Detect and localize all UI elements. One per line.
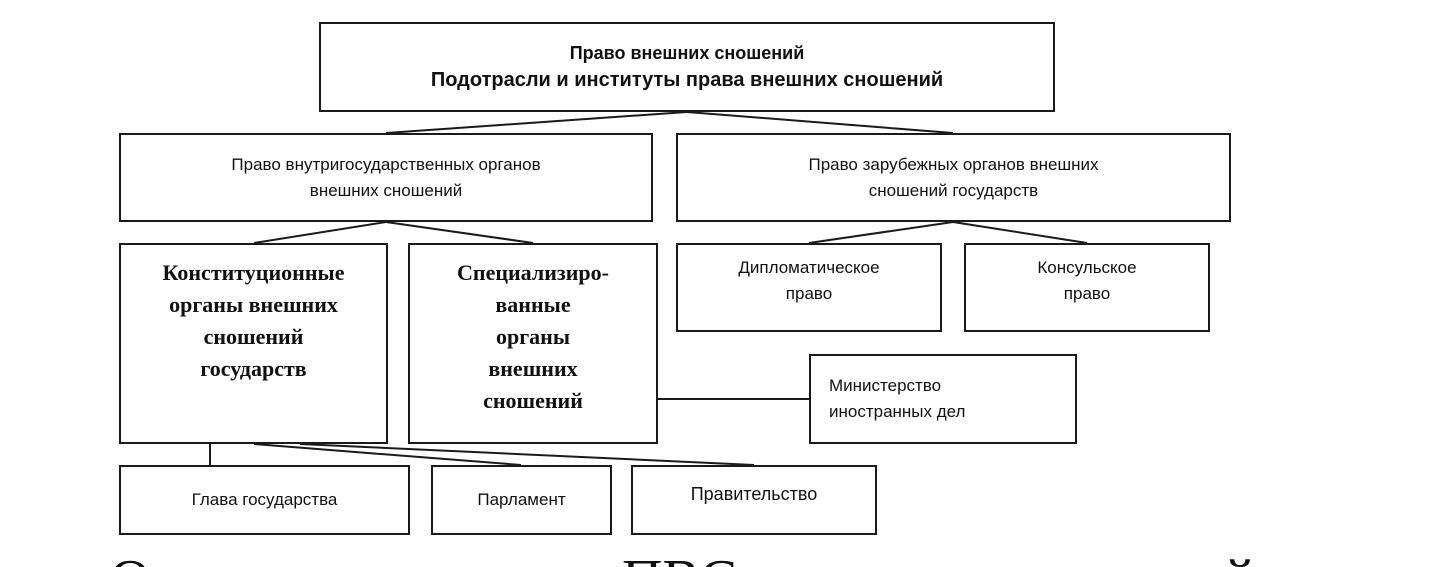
specialized-organs-line: внешних: [488, 356, 578, 381]
root-subtitle: Подотрасли и институты права внешних сно…: [430, 69, 944, 91]
footer-fragment: О: [110, 550, 150, 567]
constitutional-organs-line: Конституционные: [162, 260, 345, 285]
specialized-organs-line: ванные: [495, 292, 571, 317]
consular-law-line: право: [1063, 284, 1111, 303]
head-of-state-label: Глава государства: [191, 490, 338, 509]
constitutional-organs-line: органы внешних: [169, 292, 338, 317]
footer-fragment: ПВС: [622, 550, 737, 567]
foreign-ministry-line: Министерство: [829, 376, 942, 395]
connector-internal-constitutional: [253, 221, 387, 244]
consular-law-box: Консульское право: [964, 243, 1210, 332]
diplomatic-law-box: Дипломатическое право: [676, 243, 942, 332]
foreign-organs-law-line: Право зарубежных органов внешних: [808, 154, 1099, 174]
root-box: Право внешних сношений Подотрасли и инст…: [319, 22, 1055, 112]
parliament-box: Парламент: [431, 465, 612, 535]
connector-internal-specialized: [385, 221, 534, 244]
government-label: Правительство: [690, 484, 818, 504]
diplomatic-law-line: право: [785, 284, 833, 303]
head-of-state-box: Глава государства: [119, 465, 410, 535]
specialized-organs-line: сношений: [483, 388, 583, 413]
connector-foreign-diplomatic: [808, 221, 954, 244]
connector-constitutional-government: [299, 443, 755, 466]
foreign-ministry-line: иностранных дел: [829, 402, 966, 421]
connector-root-foreign: [686, 111, 954, 134]
foreign-ministry-box: Министерство иностранных дел: [809, 354, 1077, 444]
connector-root-internal: [385, 111, 688, 134]
connector-constitutional-parliament: [253, 443, 522, 466]
internal-organs-law-line: внешних сношений: [309, 180, 463, 200]
internal-organs-law-line: Право внутригосударственных органов: [231, 154, 541, 174]
constitutional-organs-line: государств: [200, 356, 307, 381]
consular-law-line: Консульское: [1037, 258, 1137, 277]
specialized-organs-line: органы: [495, 324, 571, 349]
constitutional-organs-box: Конституционные органы внешних сношений …: [119, 243, 388, 444]
specialized-organs-line: Специализиро-: [457, 260, 609, 285]
cropped-footer-text: О ПВС й: [0, 548, 1430, 567]
diplomatic-law-line: Дипломатическое: [738, 258, 880, 277]
footer-fragment: й: [1225, 550, 1255, 567]
internal-organs-law-box: Право внутригосударственных органов внеш…: [119, 133, 653, 222]
constitutional-organs-line: сношений: [203, 324, 304, 349]
specialized-organs-box: Специализиро- ванные органы внешних снош…: [408, 243, 658, 444]
government-box: Правительство: [631, 465, 877, 535]
foreign-organs-law-box: Право зарубежных органов внешних сношени…: [676, 133, 1231, 222]
foreign-organs-law-line: сношений государств: [868, 180, 1039, 200]
connector-foreign-consular: [952, 221, 1088, 244]
root-title: Право внешних сношений: [569, 43, 805, 63]
parliament-label: Парламент: [477, 490, 566, 509]
